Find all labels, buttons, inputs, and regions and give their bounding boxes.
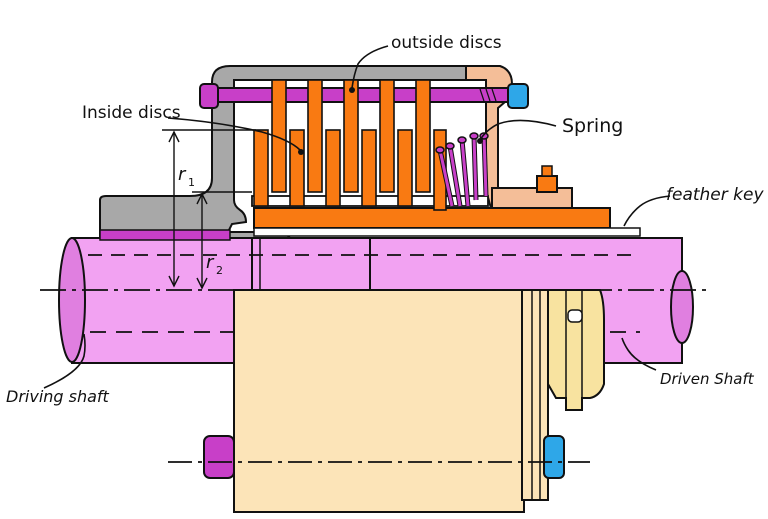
inside-disc <box>289 129 305 207</box>
inside-discs-leader <box>167 117 301 151</box>
flange-hub <box>547 289 605 411</box>
r2-arrowhead-top <box>196 192 208 205</box>
spring-rod-fill <box>460 139 470 207</box>
driving-shaft-leader <box>43 333 86 389</box>
r2-subscript: 2 <box>216 264 223 277</box>
r1-arrowhead-bottom <box>168 275 180 288</box>
outside-disc <box>415 79 431 193</box>
flange-bolt-head <box>203 435 235 479</box>
spring-cap <box>435 146 445 154</box>
spring-cap <box>469 132 479 140</box>
leader-lines <box>43 45 671 389</box>
driven-shaft-label: Driven Shaft <box>660 370 755 388</box>
outside-disc <box>271 79 287 193</box>
spring-rod-fill <box>438 149 454 207</box>
radius-dimensions: r 1 r 2 <box>162 129 256 290</box>
leader-dot <box>477 138 483 144</box>
r2-arrowhead-bottom <box>196 277 208 290</box>
inner-hub-orange <box>253 207 611 229</box>
feather-key-leader <box>623 195 671 227</box>
bolt-thread-3 <box>491 88 497 102</box>
outside-disc <box>307 79 323 193</box>
spring-leader <box>479 119 557 141</box>
lower-flange <box>233 289 605 513</box>
driven-shaft-end <box>670 270 694 344</box>
hub-small-top <box>541 165 553 177</box>
bolt-nut <box>507 83 529 109</box>
bolt-thread-1 <box>479 88 485 102</box>
driving-shaft-end <box>58 237 86 363</box>
spring-rod-fill <box>472 135 478 201</box>
flange-bolt <box>203 435 565 479</box>
spring-label: Spring <box>562 115 623 137</box>
housing-bolt <box>199 83 529 109</box>
r1-subscript: 1 <box>188 176 195 189</box>
outside-discs-leader <box>351 45 389 89</box>
feather-key-slot <box>253 227 641 237</box>
flange-face <box>233 289 525 513</box>
outside-disc <box>343 79 359 193</box>
r1-arrowhead-top <box>168 130 180 143</box>
spring-rod-fill <box>448 145 462 207</box>
feather-key-label: feather key <box>666 185 764 205</box>
outside-discs <box>271 79 431 193</box>
driven-shaft-leader <box>621 337 657 371</box>
inside-disc <box>361 129 377 207</box>
spring-rod-fill <box>482 135 488 197</box>
flange-key-slot <box>567 309 583 323</box>
inside-discs-label: Inside discs <box>82 103 181 123</box>
leader-dot <box>349 87 355 93</box>
inside-disc <box>397 129 413 207</box>
housing-gray-body <box>99 65 467 239</box>
drive-hub-band <box>99 229 231 241</box>
outside-discs-label: outside discs <box>391 33 502 53</box>
flange-bolt-nut <box>543 435 565 479</box>
inside-disc <box>325 129 341 207</box>
leader-dot <box>298 149 304 155</box>
bolt-thread-2 <box>485 88 491 102</box>
spring-cap <box>445 142 455 150</box>
spring-cap <box>457 136 467 144</box>
hub-small-block <box>536 175 558 193</box>
driving-shaft-label: Driving shaft <box>6 387 110 406</box>
springs <box>435 132 489 207</box>
inside-discs <box>253 129 413 207</box>
r1-label: r <box>178 164 187 185</box>
bolt-head <box>199 83 219 109</box>
inside-disc <box>253 129 269 207</box>
outside-disc <box>379 79 395 193</box>
r2-label: r <box>206 252 215 273</box>
